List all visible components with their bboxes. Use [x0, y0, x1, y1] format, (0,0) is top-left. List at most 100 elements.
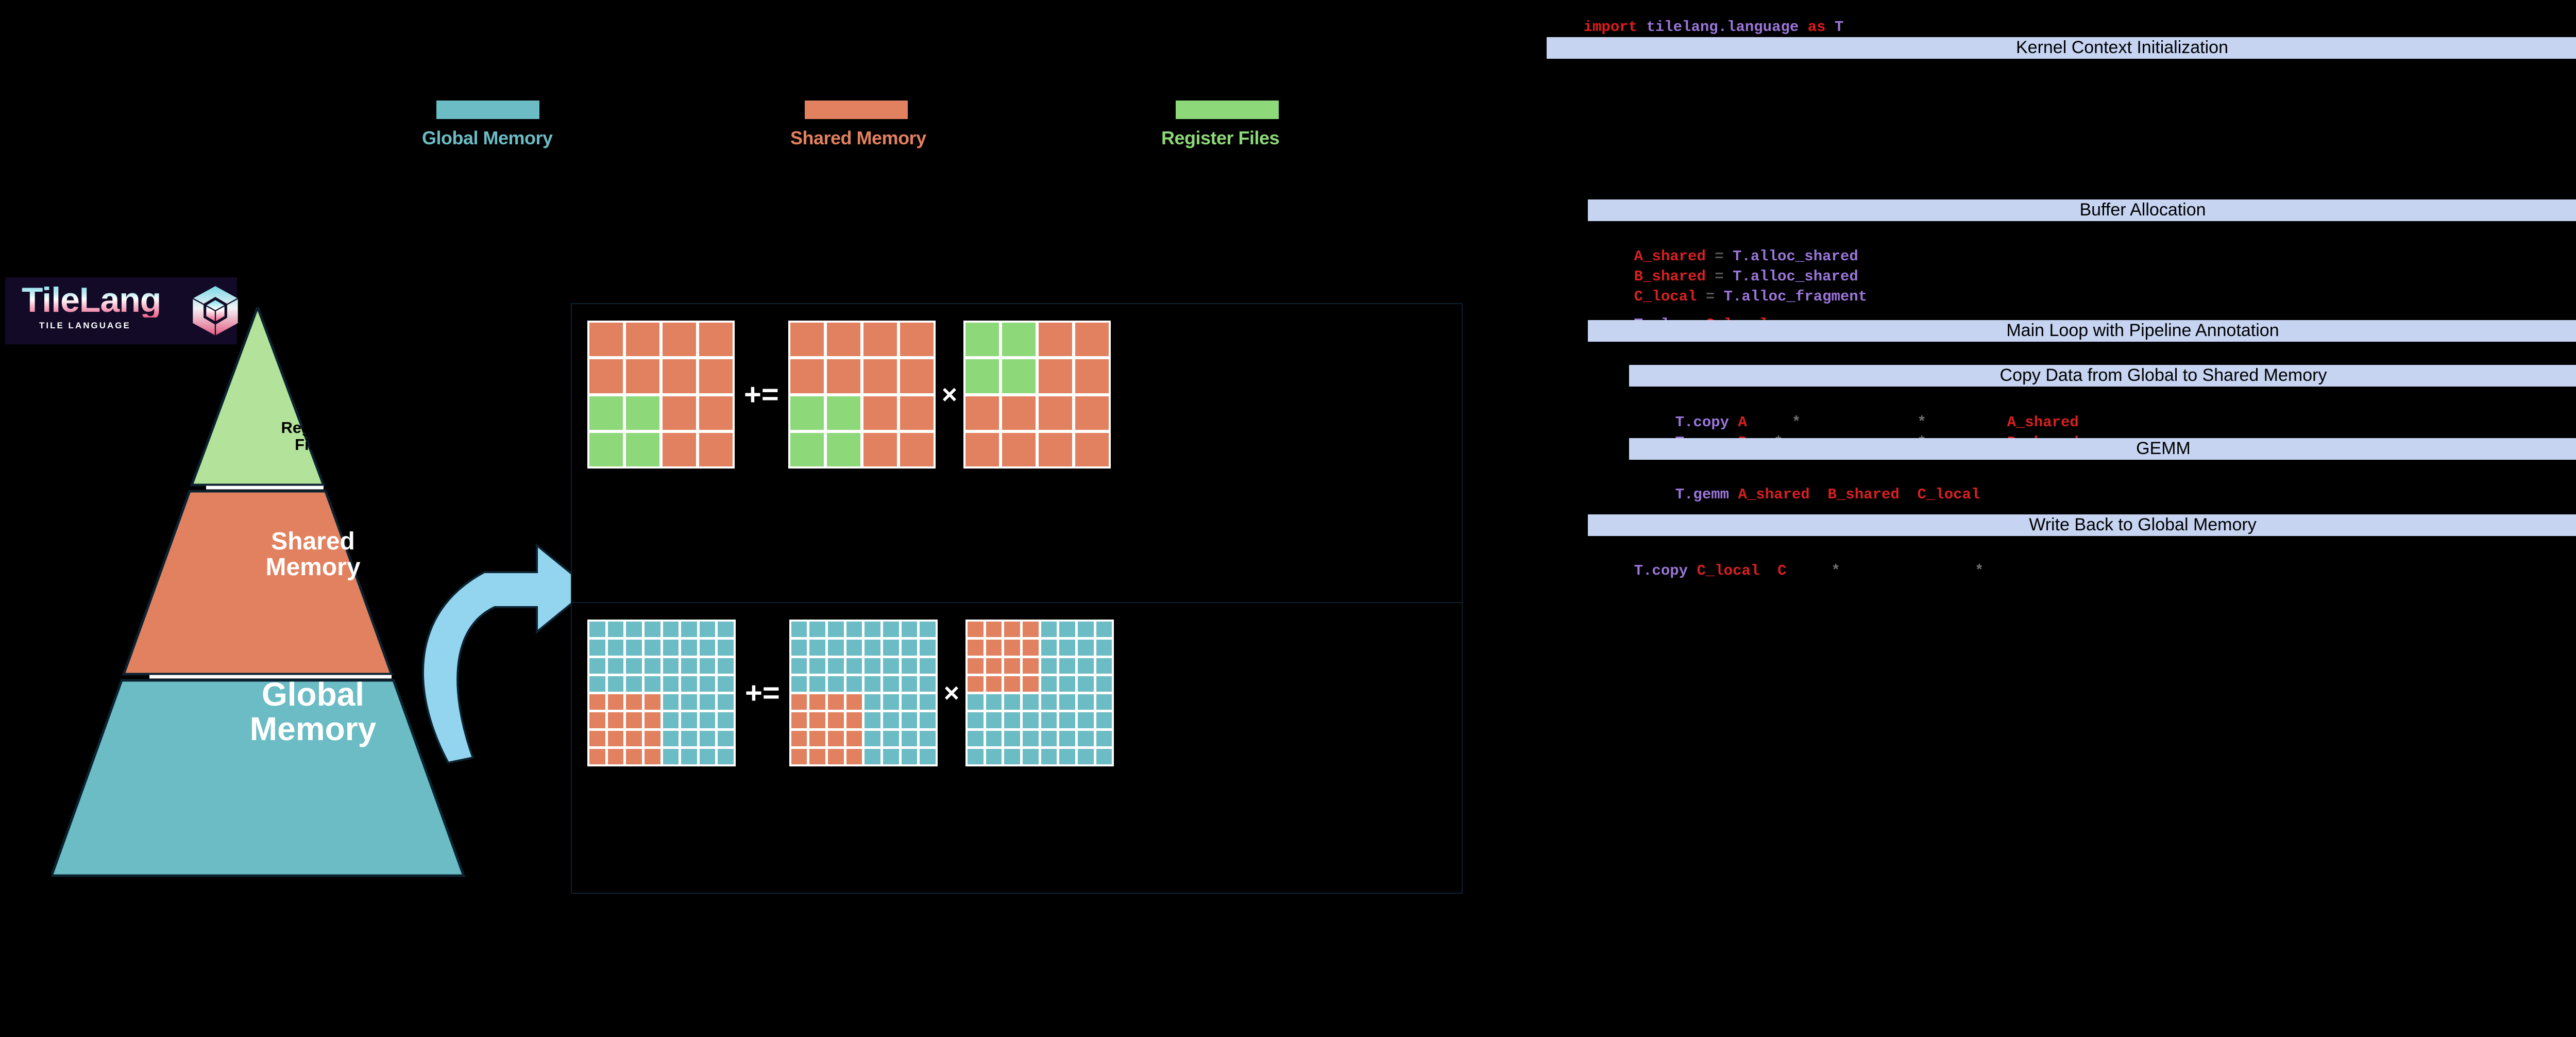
import-module: tilelang.language	[1637, 19, 1808, 36]
section-header-write-back: Write Back to Global Memory	[1588, 514, 2576, 536]
matrix-cell	[663, 432, 696, 466]
matrix-cell	[1059, 694, 1075, 710]
matrix-cell	[986, 748, 1002, 764]
matrix-cell	[1077, 694, 1094, 710]
matrix-cell	[1075, 323, 1109, 357]
matrix-cell	[901, 622, 918, 638]
matrix-cell	[718, 622, 734, 638]
matrix-cell	[1039, 432, 1073, 466]
pyramid-level-global	[49, 679, 466, 877]
matrix-cell	[718, 748, 734, 764]
matrix-cell	[828, 694, 844, 710]
matrix-cell	[1041, 622, 1057, 638]
matrix-cell	[1002, 323, 1036, 357]
matrix-cell	[644, 730, 660, 746]
matrix-cell	[644, 676, 660, 692]
matrix-cell	[791, 658, 807, 674]
import-alias: T	[1825, 19, 1844, 36]
matrix-cell	[826, 432, 860, 466]
matrix-cell	[986, 676, 1002, 692]
matrix-cell	[883, 658, 899, 674]
t-copy-call-a: T.copy	[1675, 414, 1730, 431]
operator-plus-equals: +=	[744, 377, 779, 411]
matrix-cell	[863, 359, 897, 393]
matrix-cell	[863, 432, 897, 466]
matrix-cell	[681, 658, 697, 674]
matrix-cell	[883, 748, 899, 764]
alloc-shared-call-1: T.alloc_shared	[1733, 248, 1858, 265]
tilelang-cube-icon	[192, 286, 239, 336]
matrix-cell	[1023, 676, 1039, 692]
legend-label-register-files: Register Files	[1161, 127, 1280, 148]
matrix-cell	[1023, 712, 1039, 728]
matrix-cell	[846, 658, 862, 674]
code-line-gemm: T.gemm A_shared B_shared C_local	[1639, 469, 1980, 520]
matrix-cell	[1059, 622, 1075, 638]
matrix-cell	[883, 622, 899, 638]
section-header-kernel-context-initialization: Kernel Context Initialization	[1547, 37, 2576, 59]
matrix-cell	[1077, 658, 1094, 674]
matrix-cell	[791, 748, 807, 764]
a-shared-var: A_shared	[1634, 248, 1706, 265]
t-gemm-call: T.gemm	[1675, 486, 1730, 503]
matrix-cell	[644, 640, 660, 656]
matrix-cell	[986, 694, 1002, 710]
matrix-cell	[828, 730, 844, 746]
register-files-swatch	[1176, 101, 1279, 119]
matrix-cell	[791, 676, 807, 692]
matrix-cell	[865, 640, 880, 656]
matrix-cell	[589, 748, 605, 764]
matrix-cell	[901, 712, 918, 728]
matrix-cell	[589, 676, 605, 692]
operator-plus-equals: +=	[745, 676, 780, 710]
matrix-cell	[920, 712, 936, 728]
shared-memory-swatch	[805, 101, 908, 119]
matrix-cell	[1023, 640, 1039, 656]
logo-subtitle: TILE LANGUAGE	[39, 321, 131, 330]
matrix-cell	[986, 658, 1002, 674]
gemm-arg-c-local: C_local	[1917, 486, 1980, 503]
matrix-cell	[1023, 694, 1039, 710]
matrix-cell	[865, 748, 880, 764]
pyramid-level-register	[190, 303, 326, 487]
matrix-cell	[968, 712, 984, 728]
matrix-cell	[681, 748, 697, 764]
matrix-cell	[681, 730, 697, 746]
matrix-cell	[826, 359, 860, 393]
matrix-cell	[809, 658, 825, 674]
matrix-cell	[644, 748, 660, 764]
matrix-cell	[699, 622, 716, 638]
matrix-cell	[607, 748, 624, 764]
legend-label-global-memory: Global Memory	[422, 127, 553, 148]
matrix-cell	[865, 676, 880, 692]
matrix-cell	[1004, 748, 1020, 764]
matrix-cell	[1041, 694, 1057, 710]
matrix-cell	[920, 658, 936, 674]
matrix-cell	[589, 694, 605, 710]
matrix-cell	[626, 359, 659, 393]
matrix-cell	[1004, 622, 1020, 638]
matrix-cell	[865, 658, 880, 674]
matrix-cell	[1004, 712, 1020, 728]
matrix-cell	[663, 658, 679, 674]
copy-src-c-local: C_local	[1697, 562, 1760, 579]
matrix-cell	[920, 640, 936, 656]
matrix-cell	[863, 323, 897, 357]
matrix-cell	[968, 730, 984, 746]
matrix-cell	[846, 694, 862, 710]
matrix-cell	[900, 323, 934, 357]
alloc-shared-call-2: T.alloc_shared	[1733, 268, 1858, 285]
matrix-cell	[920, 694, 936, 710]
matrix-cell	[865, 712, 880, 728]
matrix-cell	[1002, 396, 1036, 430]
code-line-import: import tilelang.language as T	[1548, 2, 1844, 53]
matrix-cell	[968, 640, 984, 656]
section-header-copy-global-to-shared: Copy Data from Global to Shared Memory	[1629, 365, 2576, 387]
matrix-cell	[644, 658, 660, 674]
t-copy-call-c: T.copy	[1634, 562, 1688, 579]
matrix-cell	[718, 694, 734, 710]
matrix-cell	[1077, 730, 1094, 746]
matrix-cell	[920, 748, 936, 764]
section-header-main-loop: Main Loop with Pipeline Annotation	[1588, 320, 2576, 342]
matrix-cell	[791, 640, 807, 656]
